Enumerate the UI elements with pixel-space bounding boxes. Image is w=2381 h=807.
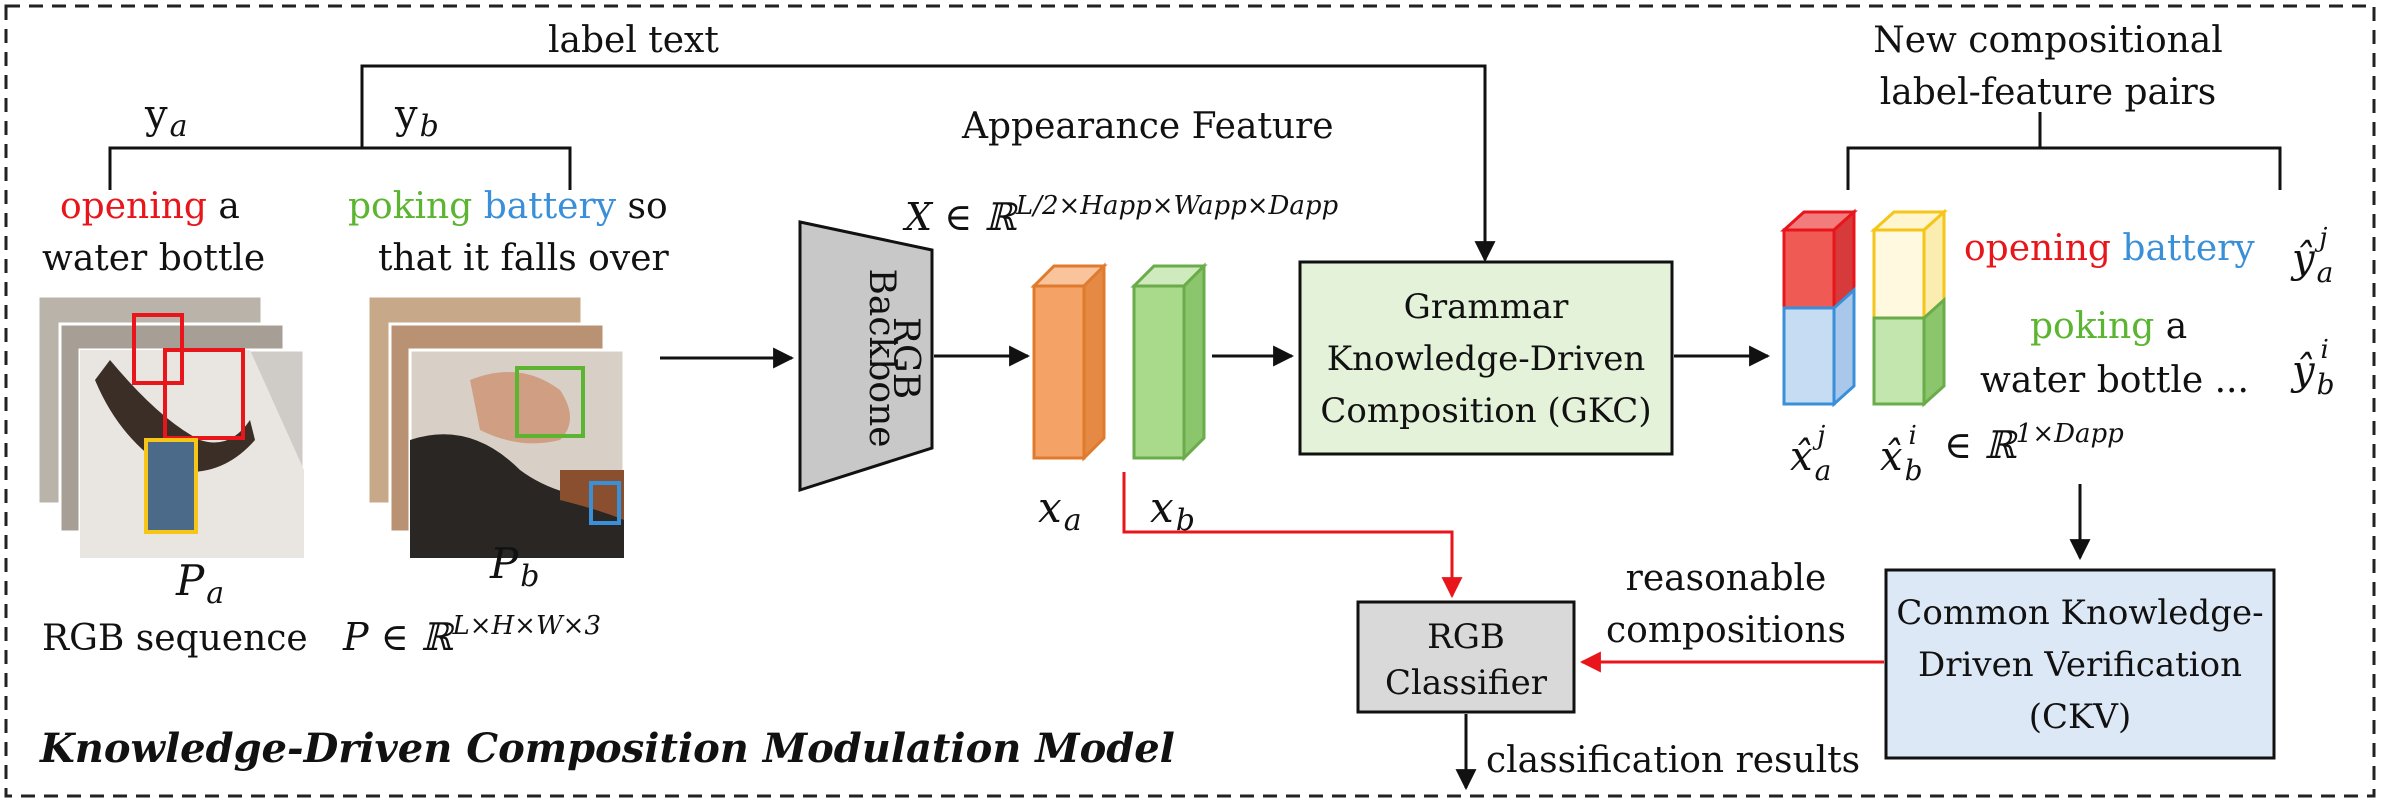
gkc-line1: Grammar: [1404, 287, 1569, 327]
composed-line2: poking a: [2030, 306, 2187, 347]
label-text: label text: [548, 20, 719, 61]
x-b-label: xb: [1150, 483, 1195, 538]
caption-a-object: water bottle: [42, 238, 265, 279]
rgb-frames-b: [366, 294, 626, 560]
gkc-module: Grammar Knowledge-Driven Composition (GK…: [1298, 260, 1674, 456]
ckv-line1: Common Knowledge-: [1896, 593, 2263, 633]
arrow-xa-to-classifier: [1122, 472, 1463, 599]
p-b-label: Pb: [489, 539, 539, 594]
label-text-connector: [108, 64, 1496, 263]
composed-feature-b: [1870, 208, 1948, 408]
classification-results-label: classification results: [1486, 740, 1860, 781]
p-equation: P ∈ ℝL×H×W×3: [342, 611, 601, 659]
feature-x-a: [1030, 262, 1108, 462]
outer-dashed-frame: [4, 4, 2376, 798]
caption-b-line1: poking battery so: [348, 186, 668, 227]
gkc-line2: Knowledge-Driven: [1327, 339, 1646, 379]
classifier-line1: RGB: [1427, 617, 1505, 657]
y-b-label: yb: [394, 92, 439, 144]
rgb-classifier: RGB Classifier: [1356, 600, 1576, 714]
xhat-a-label: x̂aj: [1790, 421, 1831, 487]
rgb-backbone: RGB Backbone: [798, 220, 934, 493]
ckv-line3: (CKV): [2029, 697, 2132, 737]
xhat-expression: ∈ ℝ1×Dapp: [1944, 419, 2124, 467]
rgb-frames-a: [36, 294, 306, 560]
new-pairs-line2: label-feature pairs: [1880, 72, 2216, 113]
caption-a-line1: opening a: [60, 186, 240, 227]
x-equation: X ∈ ℝL/2×Happ×Wapp×Dapp: [902, 191, 1339, 239]
gkc-line3: Composition (GKC): [1320, 391, 1651, 431]
reasonable-line1: reasonable: [1626, 558, 1827, 599]
p-a-label: Pa: [175, 556, 224, 611]
caption-b-line2: that it falls over: [378, 238, 669, 279]
diagram-title: Knowledge-Driven Composition Modulation …: [39, 725, 1175, 772]
appearance-feature-label: Appearance Feature: [961, 106, 1334, 147]
ckv-line2: Driven Verification: [1918, 645, 2242, 685]
xhat-b-label: x̂bi: [1880, 421, 1923, 487]
composed-line3: water bottle ...: [1980, 360, 2249, 401]
new-pairs-bracket: [1846, 146, 2282, 190]
rgb-sequence-label: RGB sequence: [42, 618, 308, 659]
y-a-label: ya: [144, 92, 188, 144]
new-pairs-line1: New compositional: [1873, 20, 2223, 61]
yhat-a-label: ŷaj: [2290, 223, 2333, 289]
ckv-module: Common Knowledge- Driven Verification (C…: [1884, 568, 2276, 760]
reasonable-line2: compositions: [1606, 610, 1846, 651]
yhat-b-label: ŷbi: [2290, 335, 2335, 401]
feature-x-b: [1130, 262, 1208, 462]
backbone-label-line2: Backbone: [861, 268, 902, 447]
composed-line1: opening battery: [1964, 228, 2255, 269]
backbone-label-line1: RGB: [885, 317, 926, 399]
classifier-line2: Classifier: [1385, 663, 1548, 703]
composed-feature-a: [1780, 208, 1858, 408]
x-a-label: xa: [1038, 483, 1082, 538]
